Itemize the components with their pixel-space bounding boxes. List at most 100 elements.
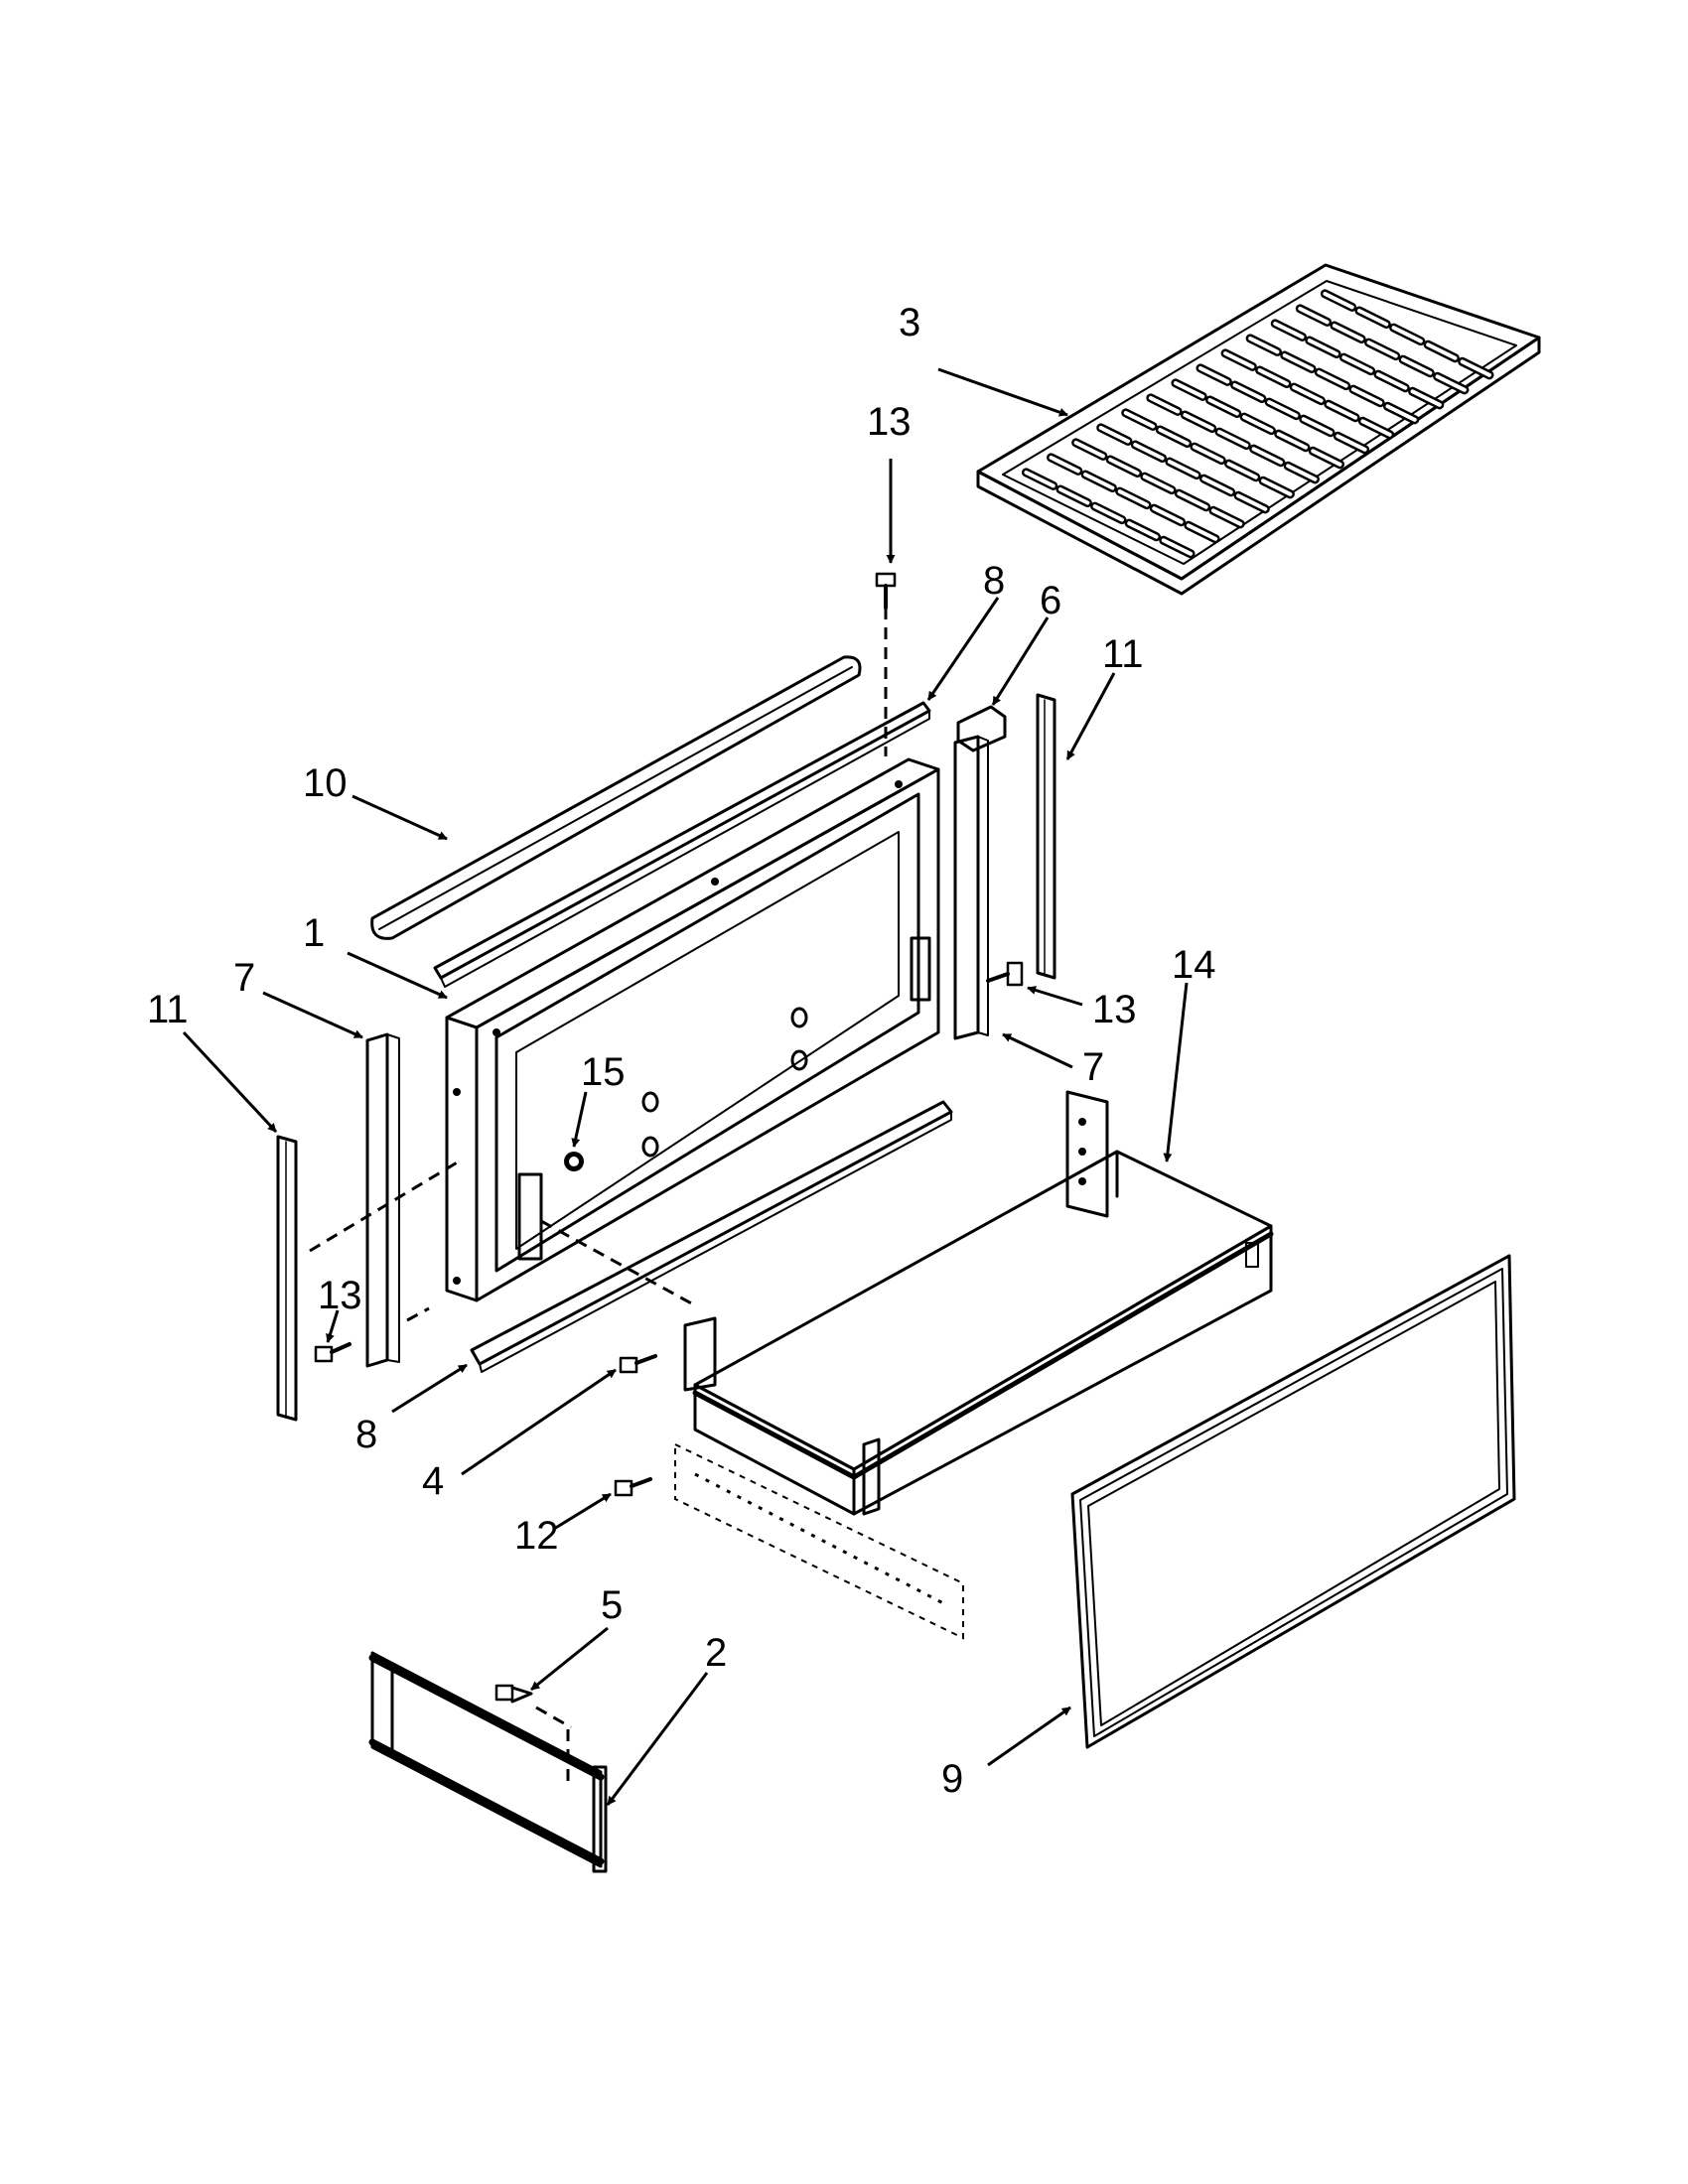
grille-slot-inner xyxy=(1210,508,1243,526)
grille-slots xyxy=(1021,289,1494,559)
callout-13-top: 13 xyxy=(867,400,912,444)
grille-slot-inner xyxy=(1186,523,1218,541)
grille-slot-inner xyxy=(1282,353,1315,371)
grille-slot-inner xyxy=(1223,350,1255,369)
grille-slot-inner xyxy=(1375,372,1408,390)
drawer-basket-part xyxy=(683,1090,1274,1516)
callout-10: 10 xyxy=(303,761,348,805)
grille-slot-inner xyxy=(1326,402,1358,420)
callout-6: 6 xyxy=(1040,579,1061,622)
grille-slot-inner xyxy=(1435,374,1467,392)
grille-slot-inner xyxy=(1292,385,1324,403)
callout-1: 1 xyxy=(303,911,325,955)
grille-slot-inner xyxy=(1251,447,1283,465)
grille-slot-inner xyxy=(1152,506,1184,524)
grille-slot-inner xyxy=(1460,359,1492,377)
callout-13-left: 13 xyxy=(318,1274,362,1317)
grille-slot-inner xyxy=(1273,321,1305,340)
assembly-guides xyxy=(309,608,888,1787)
grille-slot-inner xyxy=(1173,380,1205,399)
grille-slot-inner xyxy=(1177,491,1208,509)
grille-slot-inner xyxy=(1158,428,1190,446)
grille-slot-inner xyxy=(1142,475,1175,492)
grille-slot-inner xyxy=(1257,368,1289,386)
grille-slot-inner xyxy=(1083,473,1115,490)
grille-slot-inner xyxy=(1401,357,1433,375)
grille-slot-inner xyxy=(1356,309,1389,327)
screw-13-top xyxy=(875,572,897,610)
grille-slot-inner xyxy=(1317,370,1348,388)
callout-11-right: 11 xyxy=(1102,632,1144,676)
grille-slot-inner xyxy=(1301,417,1334,435)
right-trim-part xyxy=(1036,693,1056,980)
screw-12 xyxy=(614,1477,652,1497)
grille-slot-inner xyxy=(1073,440,1105,459)
grille-slot-inner xyxy=(1261,478,1293,496)
callout-15: 15 xyxy=(581,1050,626,1094)
grille-slot-inner xyxy=(1024,470,1055,488)
grille-slot-inner xyxy=(1217,430,1249,448)
left-rail-part xyxy=(365,1032,400,1368)
grille-slot-inner xyxy=(1049,455,1080,474)
front-panel-part xyxy=(368,1651,608,1873)
grille-slot-inner xyxy=(1323,291,1354,310)
grille-slot-inner xyxy=(1298,306,1330,325)
grille-slot-inner xyxy=(1391,326,1423,343)
callout-14: 14 xyxy=(1172,943,1216,987)
grille-slot-inner xyxy=(1276,432,1308,450)
grille-slot-inner xyxy=(1311,449,1342,467)
right-rail-part xyxy=(953,735,989,1040)
grille-slot-inner xyxy=(1108,458,1140,476)
lower-strip-part xyxy=(470,1100,953,1373)
grille-slot-inner xyxy=(1410,389,1442,407)
grille-slot-inner xyxy=(1117,489,1149,507)
grille-slot-inner xyxy=(1341,355,1373,373)
grille-slot-inner xyxy=(1332,324,1364,341)
callout-12: 12 xyxy=(514,1514,559,1558)
callout-3: 3 xyxy=(899,301,920,344)
grille-slot-inner xyxy=(1267,400,1299,418)
grille-slot-inner xyxy=(1366,341,1398,358)
grille-slot-inner xyxy=(1092,504,1124,522)
left-trim-part xyxy=(276,1135,298,1422)
screw-5 xyxy=(494,1684,533,1704)
screw-13-right xyxy=(986,961,1024,987)
grille-slot-inner xyxy=(1426,342,1458,360)
grille-slot-inner xyxy=(1133,443,1165,461)
callout-8-bottom: 8 xyxy=(355,1413,377,1456)
button-part xyxy=(564,1152,584,1171)
grille-slot-inner xyxy=(1148,395,1181,414)
grille-slot-inner xyxy=(1307,339,1339,356)
screw-4 xyxy=(619,1354,657,1374)
grille-slot-inner xyxy=(1192,445,1224,463)
grille-slot-inner xyxy=(1350,387,1383,405)
grille-slot-inner xyxy=(1123,410,1156,429)
gasket-part xyxy=(1070,1254,1516,1749)
grille-part xyxy=(976,263,1541,596)
grille-slot-inner xyxy=(1232,383,1264,401)
grille-slot-inner xyxy=(1242,415,1274,433)
callout-2: 2 xyxy=(705,1631,727,1675)
callout-8-top: 8 xyxy=(983,559,1005,603)
grille-slot-inner xyxy=(1385,404,1417,422)
grille-slot-inner xyxy=(1161,538,1194,556)
grille-slot-inner xyxy=(1201,477,1233,494)
grille-slot-inner xyxy=(1098,425,1130,444)
grille-slot-inner xyxy=(1226,462,1258,479)
grille-slot-inner xyxy=(1197,365,1230,384)
callout-labels: 3 13 8 6 11 10 1 7 11 14 13 15 7 13 8 4 … xyxy=(147,301,1216,1801)
callout-11-left: 11 xyxy=(147,988,189,1031)
door-panel-part xyxy=(445,757,940,1302)
grille-slot-inner xyxy=(1236,493,1268,511)
callout-13-right: 13 xyxy=(1092,988,1137,1031)
callout-9: 9 xyxy=(941,1757,963,1801)
leader-lines xyxy=(182,367,1189,1806)
grille-slot-inner xyxy=(1183,413,1214,431)
top-strip-part xyxy=(433,701,931,988)
grille-slot-inner xyxy=(1167,460,1199,478)
grille-slot-inner xyxy=(1248,336,1280,354)
callout-7-right: 7 xyxy=(1082,1045,1104,1089)
grille-slot-inner xyxy=(1360,419,1392,437)
dashed-strip-part xyxy=(674,1442,964,1640)
